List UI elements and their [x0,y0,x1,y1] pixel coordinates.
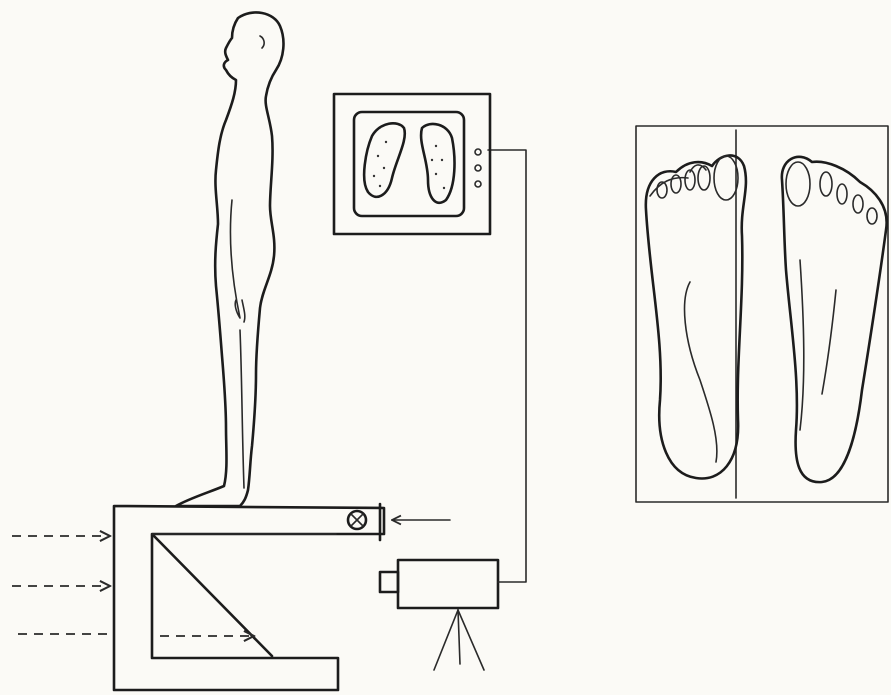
footprint-photo [636,126,888,502]
left-footprint-icon [646,155,746,478]
light-rays [12,536,254,636]
monitor-left-foot-icon [364,123,405,196]
standing-person [176,12,283,506]
monitor [334,94,490,234]
monitor-right-foot-icon [421,124,454,203]
signal-cable [488,150,526,582]
tripod [434,610,484,670]
video-camera [380,560,498,608]
mirror [154,536,272,656]
right-footprint-icon [782,157,887,482]
glass-platform [114,506,384,690]
